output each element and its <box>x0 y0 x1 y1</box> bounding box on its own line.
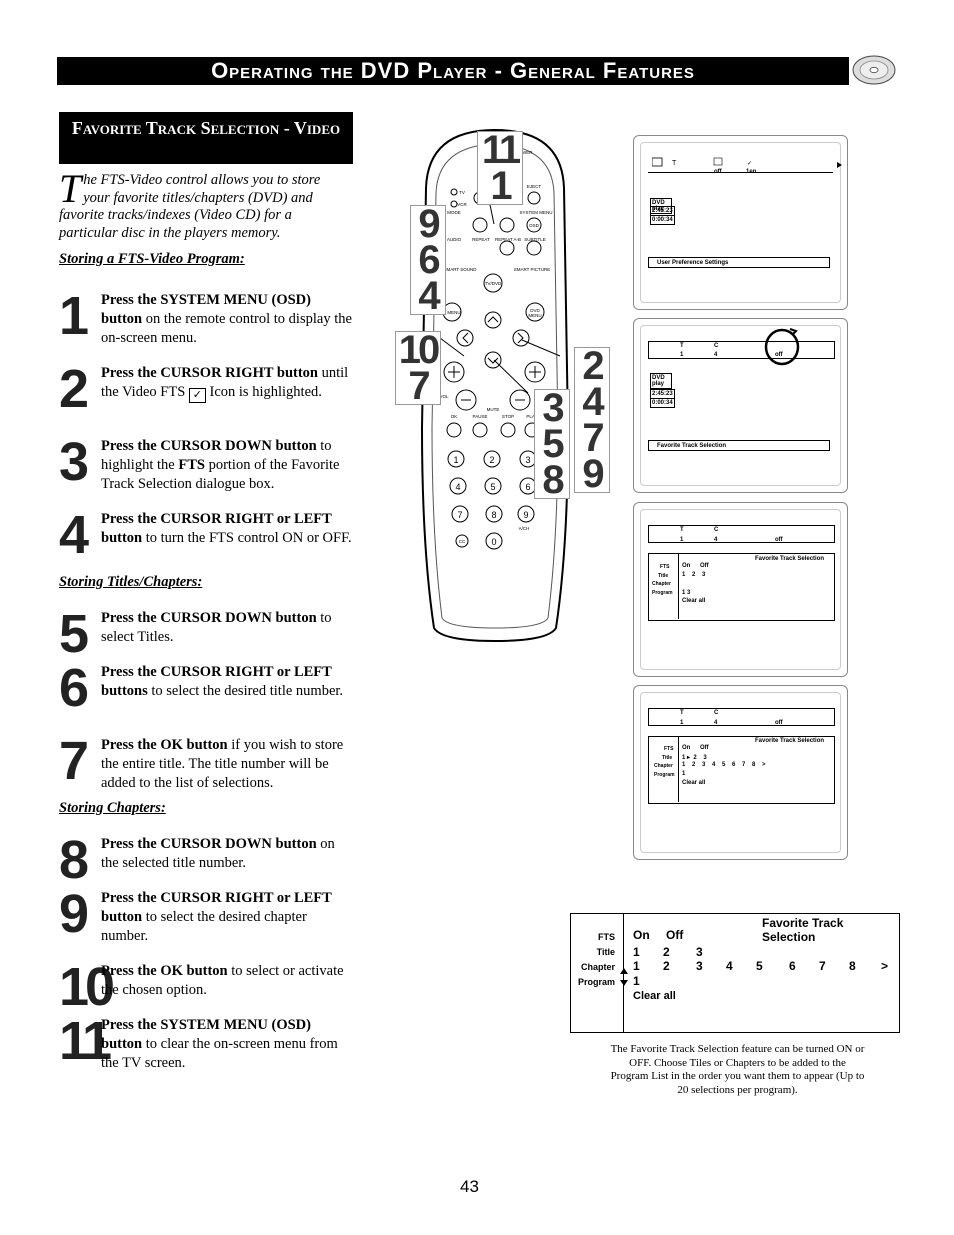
svg-text:OK: OK <box>451 414 458 419</box>
svg-text:7: 7 <box>457 510 462 520</box>
highlight-circle <box>764 328 800 366</box>
svg-text:DVD: DVD <box>530 308 540 313</box>
disc-icon <box>852 55 896 85</box>
step-7: 7 Press the OK button if you wish to sto… <box>59 731 344 791</box>
subhead-storing-titles: Storing Titles/Chapters: <box>59 574 203 590</box>
fts-dialog-enlarged: Favorite Track Selection FTS Title Chapt… <box>570 913 900 1033</box>
svg-text:PLAY: PLAY <box>526 414 537 419</box>
svg-text:TV: TV <box>459 190 465 195</box>
svg-text:SMART PICTURE: SMART PICTURE <box>514 267 551 272</box>
step-8: 8 Press the CURSOR DOWN button on the se… <box>59 830 335 890</box>
tv-screen-3: T C 1 4 off Favorite Track Selection FTS… <box>633 502 848 677</box>
step-10: 10 Press the OK button to select or acti… <box>59 957 344 1017</box>
tv-screen-4: T C 1 4 off Favorite Track Selection FTS… <box>633 685 848 860</box>
svg-text:2: 2 <box>489 455 494 465</box>
tv-screen-2: T C 1 4 off DVD play 2:45:23 0:00:34 Fav… <box>633 318 848 493</box>
fts-off: Off <box>666 928 684 942</box>
svg-text:POWER: POWER <box>515 150 533 155</box>
svg-text:EJECT: EJECT <box>527 184 542 189</box>
svg-text:MENU: MENU <box>528 313 541 318</box>
svg-text:PAUSE: PAUSE <box>473 414 488 419</box>
svg-text:5: 5 <box>490 482 495 492</box>
svg-text:SYSTEM MENU: SYSTEM MENU <box>519 210 552 215</box>
svg-text:T: T <box>672 160 677 167</box>
step-9: 9 Press the CURSOR RIGHT or LEFT button … <box>59 884 332 944</box>
step-1: 1 Press the SYSTEM MENU (OSD) button on … <box>59 286 352 346</box>
updown-arrow-icon <box>620 968 628 986</box>
section-title: Favorite Track Selection - Video <box>59 112 353 164</box>
step-4: 4 Press the CURSOR RIGHT or LEFT button … <box>59 505 352 565</box>
svg-text:CC: CC <box>459 539 466 544</box>
svg-text:TV/DVD: TV/DVD <box>485 281 502 286</box>
step-11: 11 Press the SYSTEM MENU (OSD) button to… <box>59 1011 338 1071</box>
svg-text:OSD: OSD <box>529 223 540 228</box>
svg-text:REPEAT A-B: REPEAT A-B <box>495 237 521 242</box>
subhead-storing-program: Storing a FTS-Video Program: <box>59 251 245 267</box>
svg-text:SMART SOUND: SMART SOUND <box>443 267 477 272</box>
svg-text:STOP: STOP <box>502 414 514 419</box>
svg-text:MUTE: MUTE <box>487 407 500 412</box>
svg-text:MODE: MODE <box>447 210 461 215</box>
svg-text:6: 6 <box>525 482 530 492</box>
menu-icons: T ✓ <box>652 157 842 168</box>
svg-text:VOL: VOL <box>439 394 449 399</box>
figure-caption: The Favorite Track Selection feature can… <box>610 1043 865 1096</box>
svg-text:✓: ✓ <box>747 161 752 167</box>
clear-all: Clear all <box>633 990 676 1002</box>
svg-text:9: 9 <box>523 510 528 520</box>
svg-text:4: 4 <box>455 482 460 492</box>
step-6: 6 Press the CURSOR RIGHT or LEFT buttons… <box>59 658 344 718</box>
step-3: 3 Press the CURSOR DOWN button to highli… <box>59 432 340 492</box>
svg-text:A/CH: A/CH <box>519 526 530 531</box>
step-2: 2 Press the CURSOR RIGHT button until th… <box>59 359 349 419</box>
svg-text:SUBTITLE: SUBTITLE <box>524 237 546 242</box>
page-number: 43 <box>460 1177 479 1196</box>
tv-screen-1: T ✓ off 1en DVD play 2:45:23 0:00:34 Use… <box>633 135 848 310</box>
dropcap: T <box>59 166 82 211</box>
fts-on: On <box>633 928 650 942</box>
svg-text:AUDIO: AUDIO <box>447 237 462 242</box>
svg-text:REPEAT: REPEAT <box>472 237 490 242</box>
subhead-storing-chapters: Storing Chapters: <box>59 800 166 816</box>
svg-text:8: 8 <box>491 510 496 520</box>
page-banner: Operating the DVD Player - General Featu… <box>57 57 849 85</box>
svg-text:3: 3 <box>525 455 530 465</box>
svg-text:MENU: MENU <box>447 310 460 315</box>
fts-dialog-title: Favorite Track Selection <box>762 916 844 944</box>
fts-check-icon: ✓ <box>188 388 206 403</box>
svg-text:1: 1 <box>453 455 458 465</box>
step-5: 5 Press the CURSOR DOWN button to select… <box>59 604 332 664</box>
svg-text:VCR: VCR <box>457 202 467 207</box>
svg-text:0: 0 <box>491 537 496 547</box>
